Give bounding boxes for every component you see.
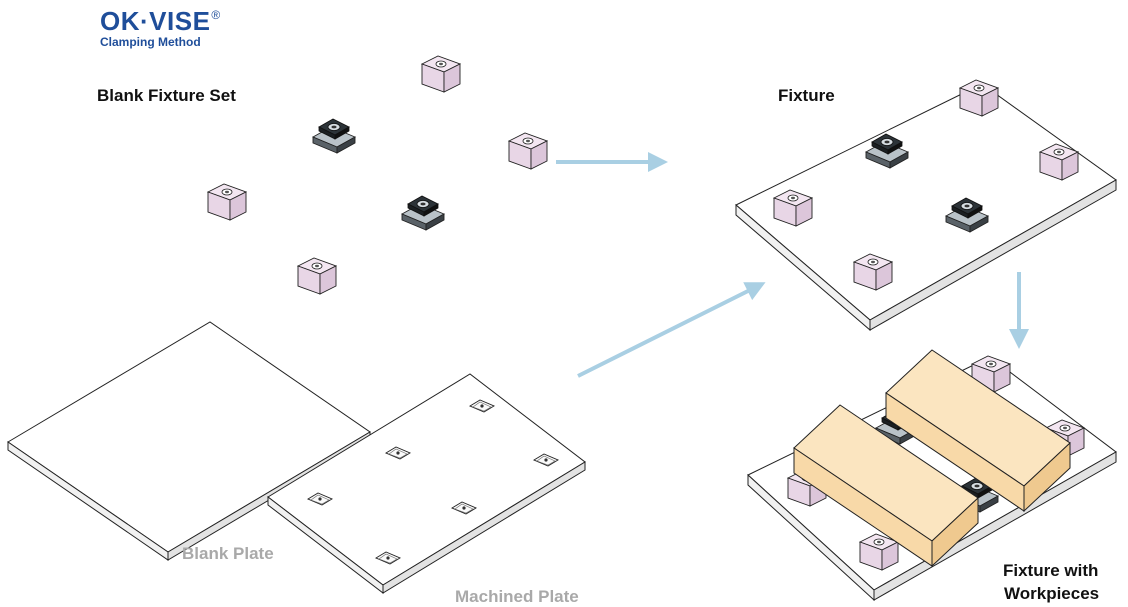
fixture-with-workpieces-drawing <box>747 349 1117 602</box>
workpiece <box>885 349 1071 513</box>
locating-block <box>207 183 247 221</box>
clamp <box>401 195 445 231</box>
label-fixture: Fixture <box>778 86 835 105</box>
label-workpieces: Workpieces <box>1004 584 1100 603</box>
fixture-drawing <box>735 79 1117 332</box>
ok-vise-logo: OK·VISE® Clamping Method <box>100 8 220 48</box>
arrow-up-right <box>577 282 766 378</box>
clamp <box>312 118 356 154</box>
blank-fixture-set <box>207 55 548 295</box>
logo-tagline: Clamping Method <box>100 35 201 49</box>
locating-block <box>508 132 548 170</box>
label-blank-plate: Blank Plate <box>182 544 274 563</box>
locating-block <box>297 257 337 295</box>
machined-plate-drawing <box>267 373 586 595</box>
logo-brand: OK·VISE <box>100 6 211 36</box>
locating-block <box>421 55 461 93</box>
logo-registered-mark: ® <box>211 8 221 22</box>
workpiece <box>793 404 979 568</box>
label-fixture-with: Fixture with <box>1003 561 1099 580</box>
label-blank-fixture-set: Blank Fixture Set <box>97 86 236 105</box>
label-machined-plate: Machined Plate <box>455 587 579 606</box>
